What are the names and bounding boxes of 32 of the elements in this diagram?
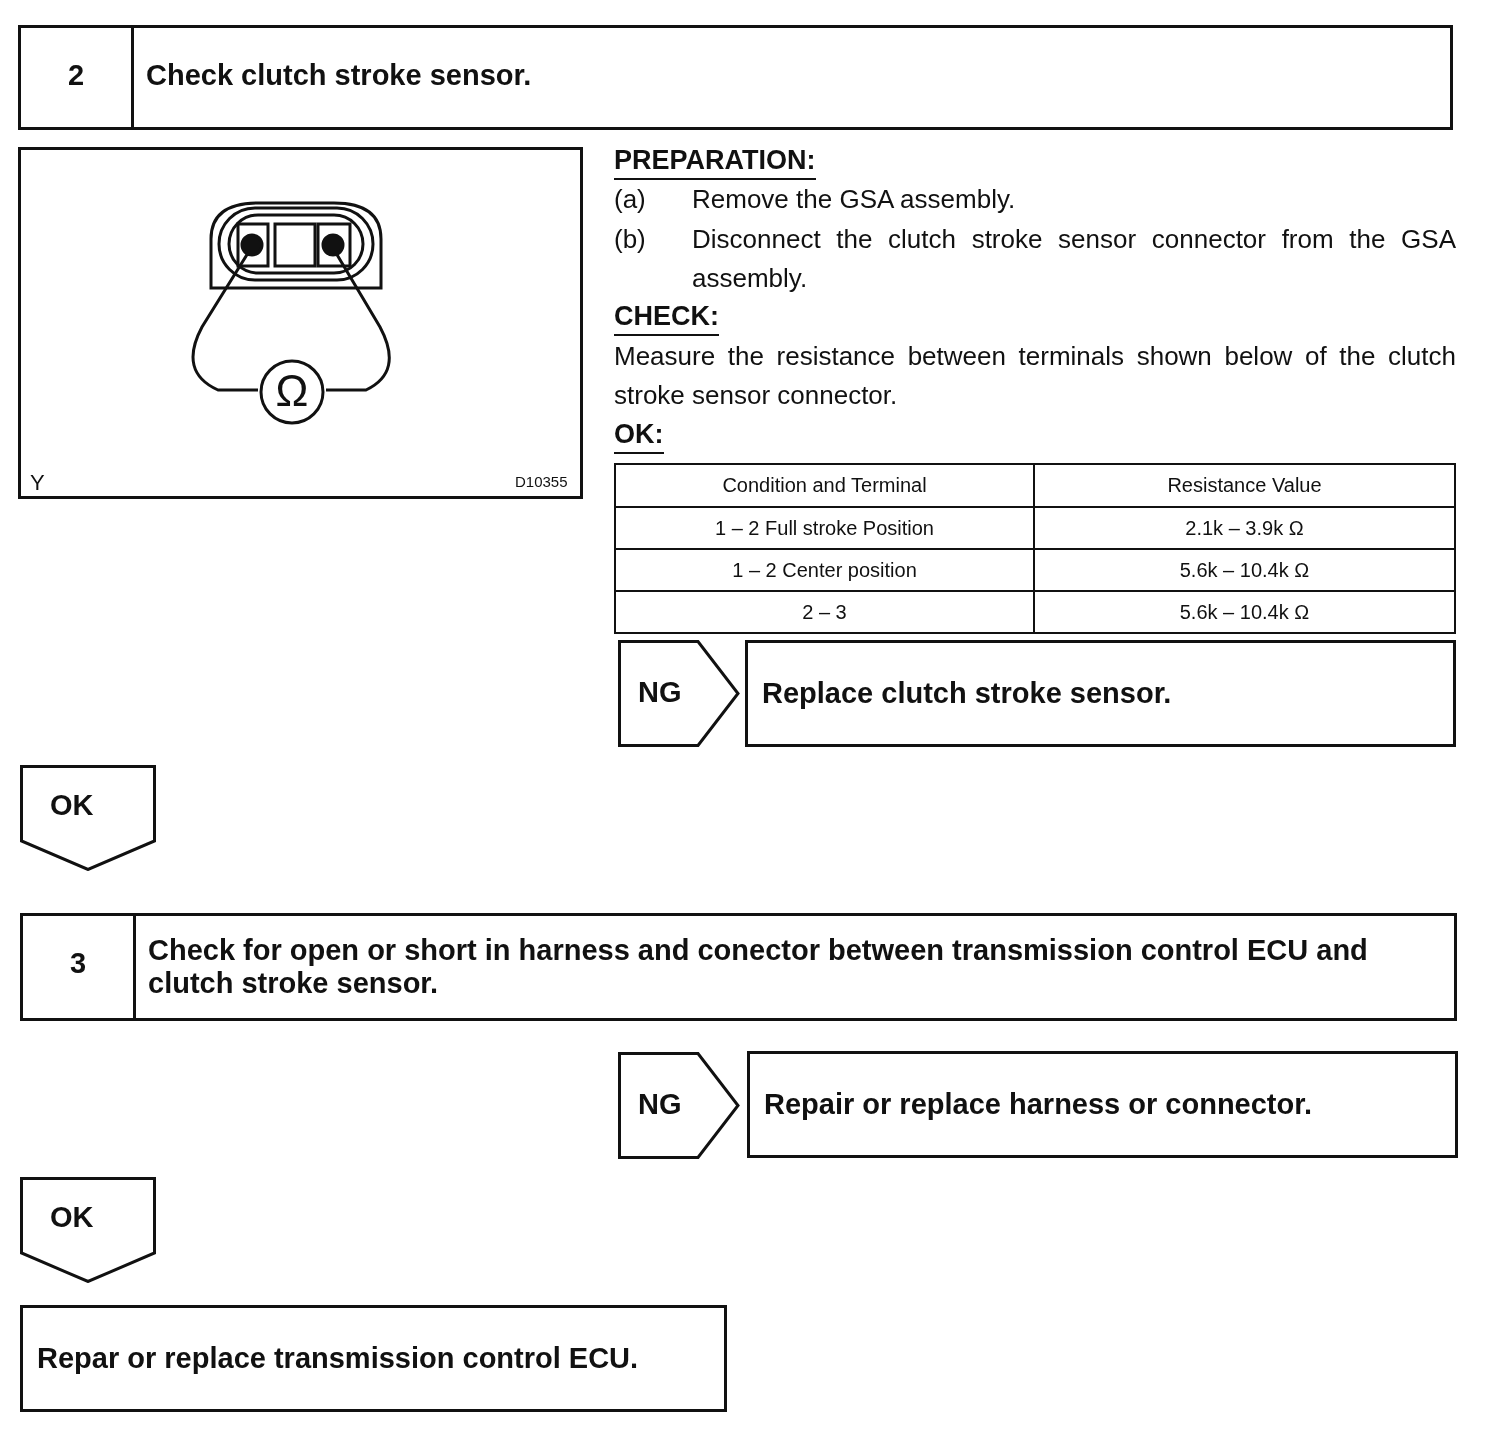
table-cell: 5.6k – 10.4k Ω: [1033, 590, 1456, 634]
step-title: Check clutch stroke sensor.: [146, 59, 533, 92]
step-box: [18, 25, 1453, 130]
figure-label: Y: [30, 470, 45, 496]
table-cell: 2 – 3: [614, 590, 1035, 634]
step-title: Check for open or short in harness and conector between transmission control ECU and clutch stroke sensor.: [148, 934, 1369, 1000]
result-label: NG: [638, 1088, 682, 1121]
result-box: Replace clutch stroke sensor.: [745, 640, 1456, 747]
step-number: 2: [66, 59, 86, 92]
section-heading: OK:: [614, 416, 664, 454]
instruction-text: Disconnect the clutch stroke sensor connector from the GSA assembly.: [692, 223, 1456, 295]
figure-code: D10355: [515, 473, 568, 490]
result-box: Repair or replace harness or connector.: [747, 1051, 1458, 1158]
result-label: OK: [50, 1201, 94, 1234]
instruction-text: Measure the resistance between terminals shown below of the clutch stroke sensor connector.: [614, 340, 1456, 412]
list-marker: (a): [614, 183, 646, 216]
result-label: NG: [638, 676, 682, 709]
ohm-symbol: Ω: [274, 366, 310, 416]
step-number: 3: [68, 947, 88, 980]
ng-arrow-shape: [618, 1052, 740, 1159]
ok-arrow-shape: [20, 765, 156, 871]
section-heading: CHECK:: [614, 298, 719, 336]
step-box: [20, 913, 1457, 1021]
table-header-cell: Condition and Terminal: [614, 463, 1035, 508]
table-header-cell: Resistance Value: [1033, 463, 1456, 508]
list-marker: (b): [614, 223, 646, 256]
section-heading: PREPARATION:: [614, 142, 816, 180]
ng-arrow-shape: [618, 640, 740, 747]
result-label: OK: [50, 789, 94, 822]
instruction-text: Remove the GSA assembly.: [692, 183, 1016, 216]
ok-arrow-shape: [20, 1177, 156, 1283]
result-box: Repar or replace transmission control ECU.: [20, 1305, 727, 1412]
